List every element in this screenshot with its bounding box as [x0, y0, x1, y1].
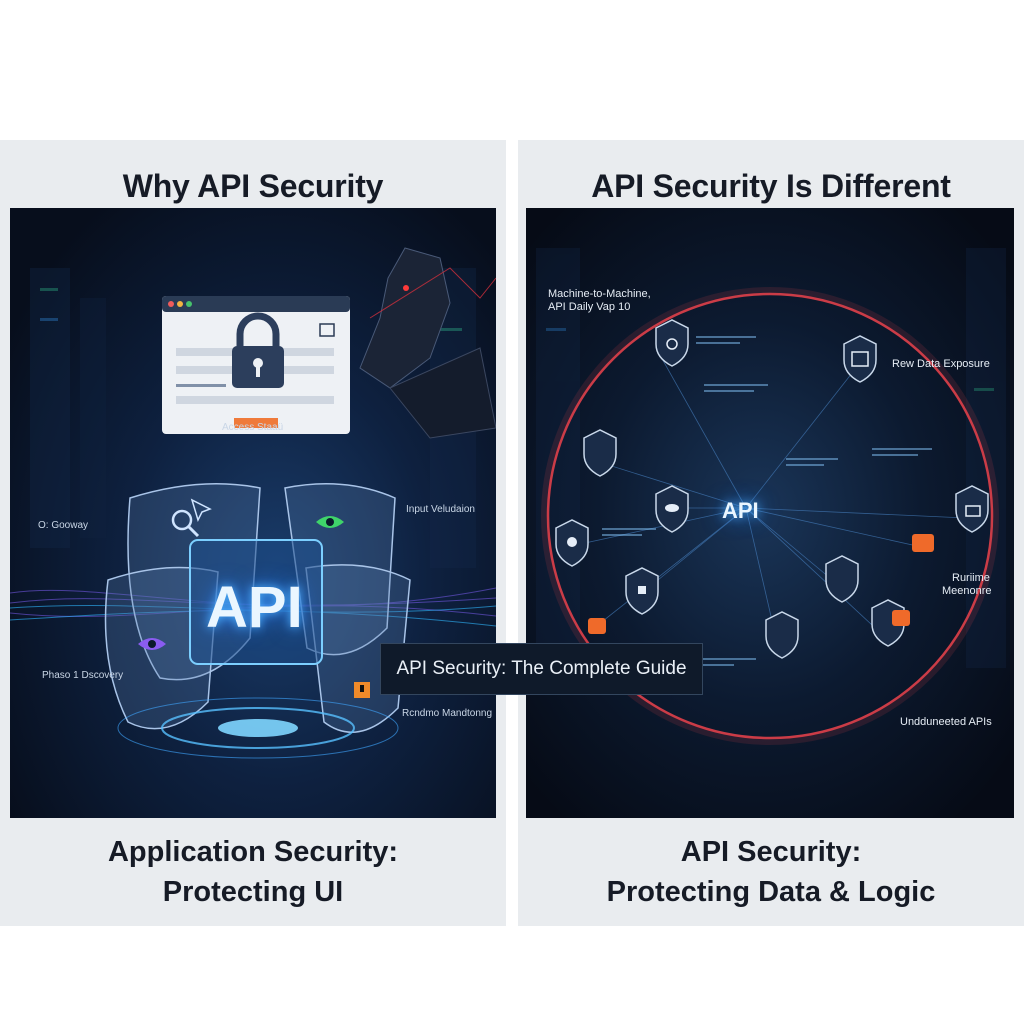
left-panel-caption: Application Security: Protecting UI: [0, 832, 506, 912]
right-caption-line1: API Security:: [680, 836, 862, 868]
database-icon: [665, 504, 679, 512]
right-panel: API Security Is Different: [518, 140, 1024, 926]
bug-icon: [567, 537, 577, 547]
right-panel-caption: API Security: Protecting Data & Logic: [518, 832, 1024, 912]
left-illustration-graphic: [10, 247, 496, 759]
eye-icon: [316, 516, 344, 528]
clock-icon: [666, 338, 678, 350]
document-icon: [851, 351, 869, 367]
robot-icon: [588, 534, 934, 634]
network-lines: [561, 347, 967, 639]
code-snippets: [602, 336, 932, 666]
cursor-icon: [190, 498, 212, 523]
label-undocumented: Undduneeted APIs: [900, 716, 992, 728]
server-racks: [536, 248, 1006, 668]
lock-icon: [638, 586, 646, 594]
left-panel-title: Why API Security: [122, 168, 384, 204]
left-caption-line1: Application Security:: [107, 836, 399, 868]
label-runtime-monitoring: Rcndmo Mandtonng: [402, 708, 493, 719]
label-machine-line1: Machine-to-Machine,: [548, 288, 651, 300]
label-machine-line2: API Daily Vap 10: [548, 301, 631, 313]
perimeter-ring: [546, 292, 994, 740]
label-gateway: O: Gooway: [38, 520, 89, 531]
right-caption-line2: Protecting Data & Logic: [606, 876, 936, 908]
hacker-figure: [359, 247, 496, 439]
right-illustration-graphic: [536, 248, 1006, 745]
eye-icon: [138, 638, 166, 650]
right-api-text: API: [722, 498, 759, 523]
left-api-text: API: [206, 575, 303, 640]
alert-icon: [354, 682, 370, 698]
label-runtime-line2: Meenonre: [942, 585, 992, 597]
search-icon: [171, 509, 200, 538]
label-raw-data: Rew Data Exposure: [892, 358, 990, 370]
overlay-guide-label: API Security: The Complete Guide: [380, 643, 703, 695]
left-caption-line2: Protecting UI: [162, 876, 344, 908]
right-illustration: API Machine-to-Machine, API Daily Vap 10…: [526, 208, 1014, 818]
terminal-icon: [965, 505, 981, 517]
right-panel-title: API Security Is Different: [591, 168, 951, 204]
lock-icon: [232, 312, 284, 388]
glow-base: [117, 697, 399, 759]
label-input-validation: Input Veludaion: [406, 504, 475, 515]
left-panel: Why API Security: [0, 140, 506, 926]
label-access: Access Staaü: [222, 422, 284, 433]
label-runtime-line1: Ruriime: [952, 572, 990, 584]
label-discovery: Phaso 1 Dscovery: [42, 670, 124, 681]
left-illustration: API Access Staaü Input Veludaion O: Goow…: [10, 208, 496, 818]
api-plate: [189, 539, 323, 665]
